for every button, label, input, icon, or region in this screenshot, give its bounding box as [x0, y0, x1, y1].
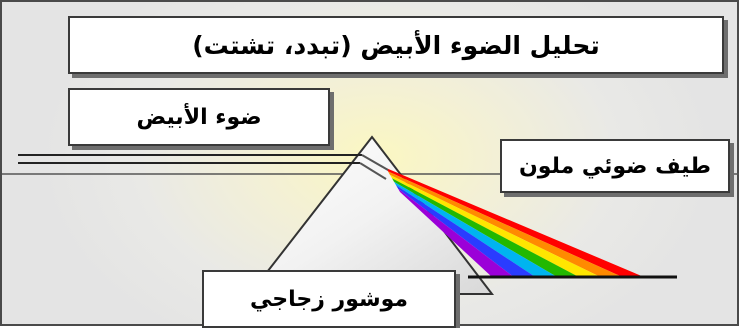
spectrum-band-violet	[398, 188, 514, 277]
spectrum-band-blue	[396, 185, 536, 277]
white-light-label: ضوء الأبيض	[68, 88, 330, 146]
color-spectrum	[386, 168, 644, 277]
prism-label: موشور زجاجي	[202, 270, 456, 328]
spectrum-band-orange	[388, 171, 623, 277]
white-light-ray	[18, 154, 362, 164]
spectrum-band-red	[386, 168, 644, 277]
spectrum-label: طيف ضوئي ملون	[500, 139, 730, 193]
spectrum-band-green	[392, 178, 579, 277]
spectrum-band-yellow	[390, 174, 601, 277]
refracted-ray-inside-prism	[359, 154, 389, 180]
spectrum-band-cyan	[394, 181, 558, 277]
diagram-title: تحليل الضوء الأبيض (تبدد، تشتت)	[68, 16, 724, 74]
